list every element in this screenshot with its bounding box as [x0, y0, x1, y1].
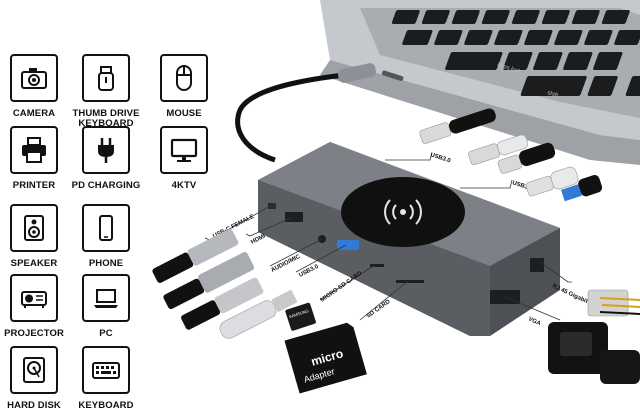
phone-icon — [82, 204, 130, 252]
thumb-drive-icon — [82, 54, 130, 102]
label-vga: VGA — [527, 316, 542, 327]
device-tile-speaker: SPEAKER — [0, 204, 70, 269]
printer-icon — [10, 126, 58, 174]
product-scene: caps lock shift — [152, 0, 640, 394]
shift-key-label: shift — [546, 90, 559, 99]
monitor-icon — [160, 126, 208, 174]
device-tile-pd-charging: PD CHARGING — [70, 126, 142, 191]
device-tile-thumb-drive: THUMB DRIVE KEYBOARD — [70, 54, 142, 129]
laptop-usbc-port — [381, 70, 404, 82]
device-label: SPEAKER — [10, 258, 58, 269]
keyboard-icon — [82, 346, 130, 394]
micro-sd-slot — [370, 264, 384, 267]
device-label: PRINTER — [12, 180, 56, 191]
device-label: HARD DISK — [7, 400, 61, 411]
device-label: PHONE — [88, 258, 124, 269]
projector-icon — [10, 274, 58, 322]
device-tile-camera: CAMERA — [0, 54, 70, 119]
device-tile-mouse: MOUSE — [148, 54, 220, 119]
ethernet-port — [530, 258, 544, 272]
vga-cable — [548, 322, 640, 384]
label-usb3-left: USB3.0 — [298, 264, 320, 279]
sd-card-slot — [396, 280, 424, 283]
laptop-icon — [82, 274, 130, 322]
label-sd-card: SD CARD — [366, 299, 392, 320]
keyboard-keys — [391, 10, 640, 96]
wireless-charging-icon — [384, 199, 422, 225]
hdmi-cables — [152, 228, 298, 339]
usbc-cable — [235, 63, 377, 163]
device-tile-phone: PHONE — [70, 204, 142, 269]
device-label: PROJECTOR — [4, 328, 64, 339]
device-label: 4KTV — [171, 180, 197, 191]
usb3-port — [337, 240, 359, 250]
usb-hub — [258, 142, 560, 336]
device-label: PD CHARGING — [71, 180, 141, 191]
laptop: caps lock shift — [320, 0, 640, 165]
device-label: THUMB DRIVE KEYBOARD — [72, 108, 140, 129]
device-tile-printer: PRINTER — [0, 126, 70, 191]
small-card-text: SAMSUNG — [288, 308, 309, 319]
device-label: MOUSE — [166, 108, 202, 119]
power-plug-icon — [82, 126, 130, 174]
device-tile-4ktv: 4KTV — [148, 126, 220, 191]
usb-drives — [419, 108, 603, 202]
label-micro-sd: MICRO SD CARD — [320, 270, 364, 303]
speaker-icon — [10, 204, 58, 252]
device-label: CAMERA — [12, 108, 56, 119]
device-label: KEYBOARD — [78, 400, 134, 411]
device-tile-pc: PC — [70, 274, 142, 339]
device-icon-grid: CAMERA THUMB DRIVE KEYBOARD MOUSE PRINTE… — [0, 0, 220, 411]
label-usb3-top: USB3.0 — [429, 152, 451, 164]
memory-cards: SAMSUNG micro Adapter — [284, 302, 367, 394]
device-label: PC — [99, 328, 113, 339]
camera-icon — [10, 54, 58, 102]
device-tile-projector: PROJECTOR — [0, 274, 70, 339]
hdmi-port — [285, 212, 303, 222]
usbc-port — [268, 203, 276, 209]
leader-lines — [204, 152, 572, 321]
ethernet-cable — [587, 289, 640, 317]
mouse-icon — [160, 54, 208, 102]
hard-disk-icon — [10, 346, 58, 394]
